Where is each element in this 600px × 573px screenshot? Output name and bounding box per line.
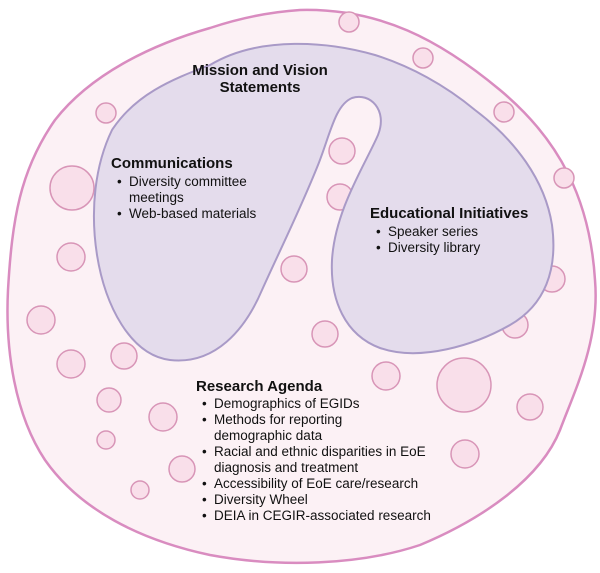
mission-title-line2: Statements [219,79,301,96]
research-item: Methods for reporting demographic data [202,412,394,444]
granule [148,402,178,432]
educational-item: Diversity library [376,240,570,256]
communications-block: Communications Diversity committee meeti… [111,155,311,222]
educational-list: Speaker series Diversity library [370,224,570,256]
granule [130,480,150,500]
granule [56,242,86,272]
educational-title: Educational Initiatives [370,205,529,222]
research-item: DEIA in CEGIR-associated research [202,508,466,524]
research-item: Diversity Wheel [202,492,466,508]
granule [96,430,116,450]
granule [493,101,515,123]
granule [49,165,95,211]
granule [328,137,356,165]
nucleus [93,42,555,362]
educational-block: Educational Initiatives Speaker series D… [370,205,570,256]
granule [450,439,480,469]
communications-title: Communications [111,155,233,172]
granule [26,305,56,335]
communications-item: Diversity committee meetings [117,174,294,206]
research-list: Demographics of EGIDs Methods for report… [196,396,466,524]
research-title: Research Agenda [196,378,323,395]
granule [95,102,117,124]
research-block: Research Agenda Demographics of EGIDs Me… [196,378,466,524]
mission-title-line1: Mission and Vision [192,62,328,79]
educational-item: Speaker series [376,224,570,240]
granule [311,320,339,348]
communications-list: Diversity committee meetings Web-based m… [111,174,311,222]
communications-item: Web-based materials [117,206,311,222]
research-item: Demographics of EGIDs [202,396,466,412]
granule [371,361,401,391]
research-item: Accessibility of EoE care/research [202,476,466,492]
mission-vision-title: Mission and Vision Statements [170,62,350,96]
granule [280,255,308,283]
granule [168,455,196,483]
granules [26,11,575,500]
research-item: Racial and ethnic disparities in EoE dia… [202,444,449,476]
granule [516,393,544,421]
granule [412,47,434,69]
granule [553,167,575,189]
granule [96,387,122,413]
granule [338,11,360,33]
granule [56,349,86,379]
granule [110,342,138,370]
